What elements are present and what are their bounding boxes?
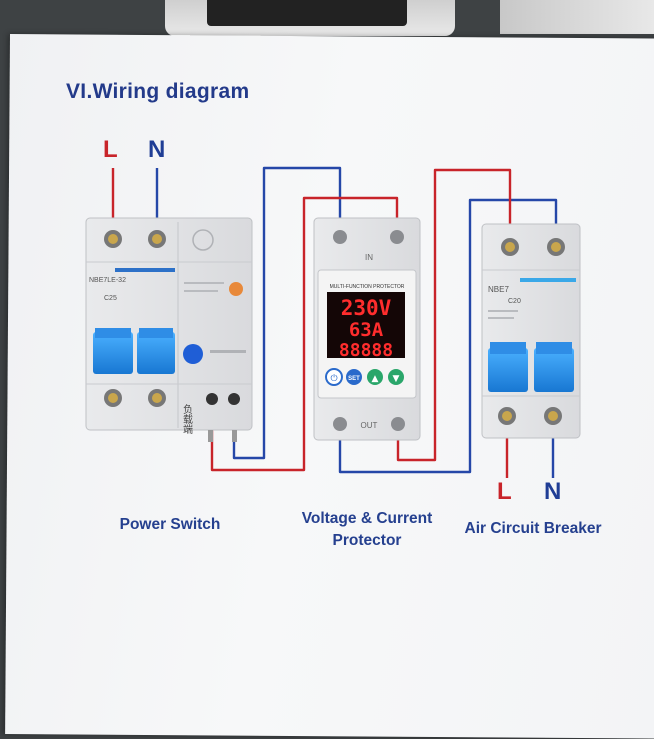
background-device	[165, 0, 455, 36]
output-live-label: L	[497, 478, 512, 505]
switch-handle-left	[93, 332, 133, 374]
input-neutral-label: N	[148, 136, 166, 163]
protector-in-terminal-n	[333, 230, 347, 244]
switch-test-button	[183, 344, 203, 364]
switch-handle-right	[137, 332, 175, 374]
third-readout: 88888	[339, 340, 393, 361]
wire-switch-to-protector-neutral	[232, 166, 342, 460]
power-switch-device: NBE7LE-32 C25 负载端	[85, 217, 253, 442]
protector-up-button	[367, 369, 383, 385]
switch-side-text: 负载端	[181, 403, 193, 435]
switch-rating-label: C25	[104, 295, 117, 302]
device-screen	[207, 0, 407, 26]
breaker-model-label: NBE7	[488, 285, 509, 294]
breaker-device: NBE7 C20	[481, 223, 581, 439]
input-live-label: L	[103, 136, 118, 163]
protector-label: Voltage & Current Protector	[301, 510, 433, 549]
protector-display	[327, 292, 405, 358]
breaker-label: Air Circuit Breaker	[464, 520, 602, 537]
protector-in-label: IN	[365, 253, 373, 262]
protector-in-terminal-l	[390, 230, 404, 244]
switch-model-label: NBE7LE-32	[89, 277, 126, 284]
protector-out-terminal-l	[391, 417, 405, 431]
protector-down-button	[388, 369, 404, 385]
protector-header: MULTI-FUNCTION PROTECTOR	[330, 284, 405, 290]
output-neutral-label: N	[544, 478, 562, 505]
wire-protector-to-breaker-neutral	[338, 198, 558, 474]
wire-protector-to-breaker-live	[396, 168, 512, 462]
breaker-handle-right	[534, 348, 574, 392]
background-surface	[500, 0, 654, 34]
protector-out-label: OUT	[361, 421, 378, 430]
breaker-handle-left	[488, 348, 528, 392]
protector-power-button	[325, 368, 343, 386]
set-button-label: SET	[348, 376, 360, 382]
svg-text:▼: ▼	[393, 374, 400, 384]
breaker-rating-label: C20	[508, 298, 521, 305]
wiring-diagram: NBE7LE-32 C25 负载端 IN MULTI-FUNCTION PROT…	[85, 166, 581, 478]
protector-set-button	[346, 369, 362, 385]
wire-switch-to-protector-live	[210, 196, 399, 472]
svg-text:⏻: ⏻	[330, 373, 337, 384]
protector-out-terminal-n	[333, 417, 347, 431]
svg-text:▲: ▲	[372, 374, 379, 384]
voltage-readout: 230V	[341, 296, 392, 320]
protector-device: IN MULTI-FUNCTION PROTECTOR 230V 63A 888…	[313, 217, 421, 441]
current-readout: 63A	[349, 319, 384, 341]
power-switch-label: Power Switch	[119, 516, 221, 533]
section-title: VI.Wiring diagram	[66, 80, 250, 103]
